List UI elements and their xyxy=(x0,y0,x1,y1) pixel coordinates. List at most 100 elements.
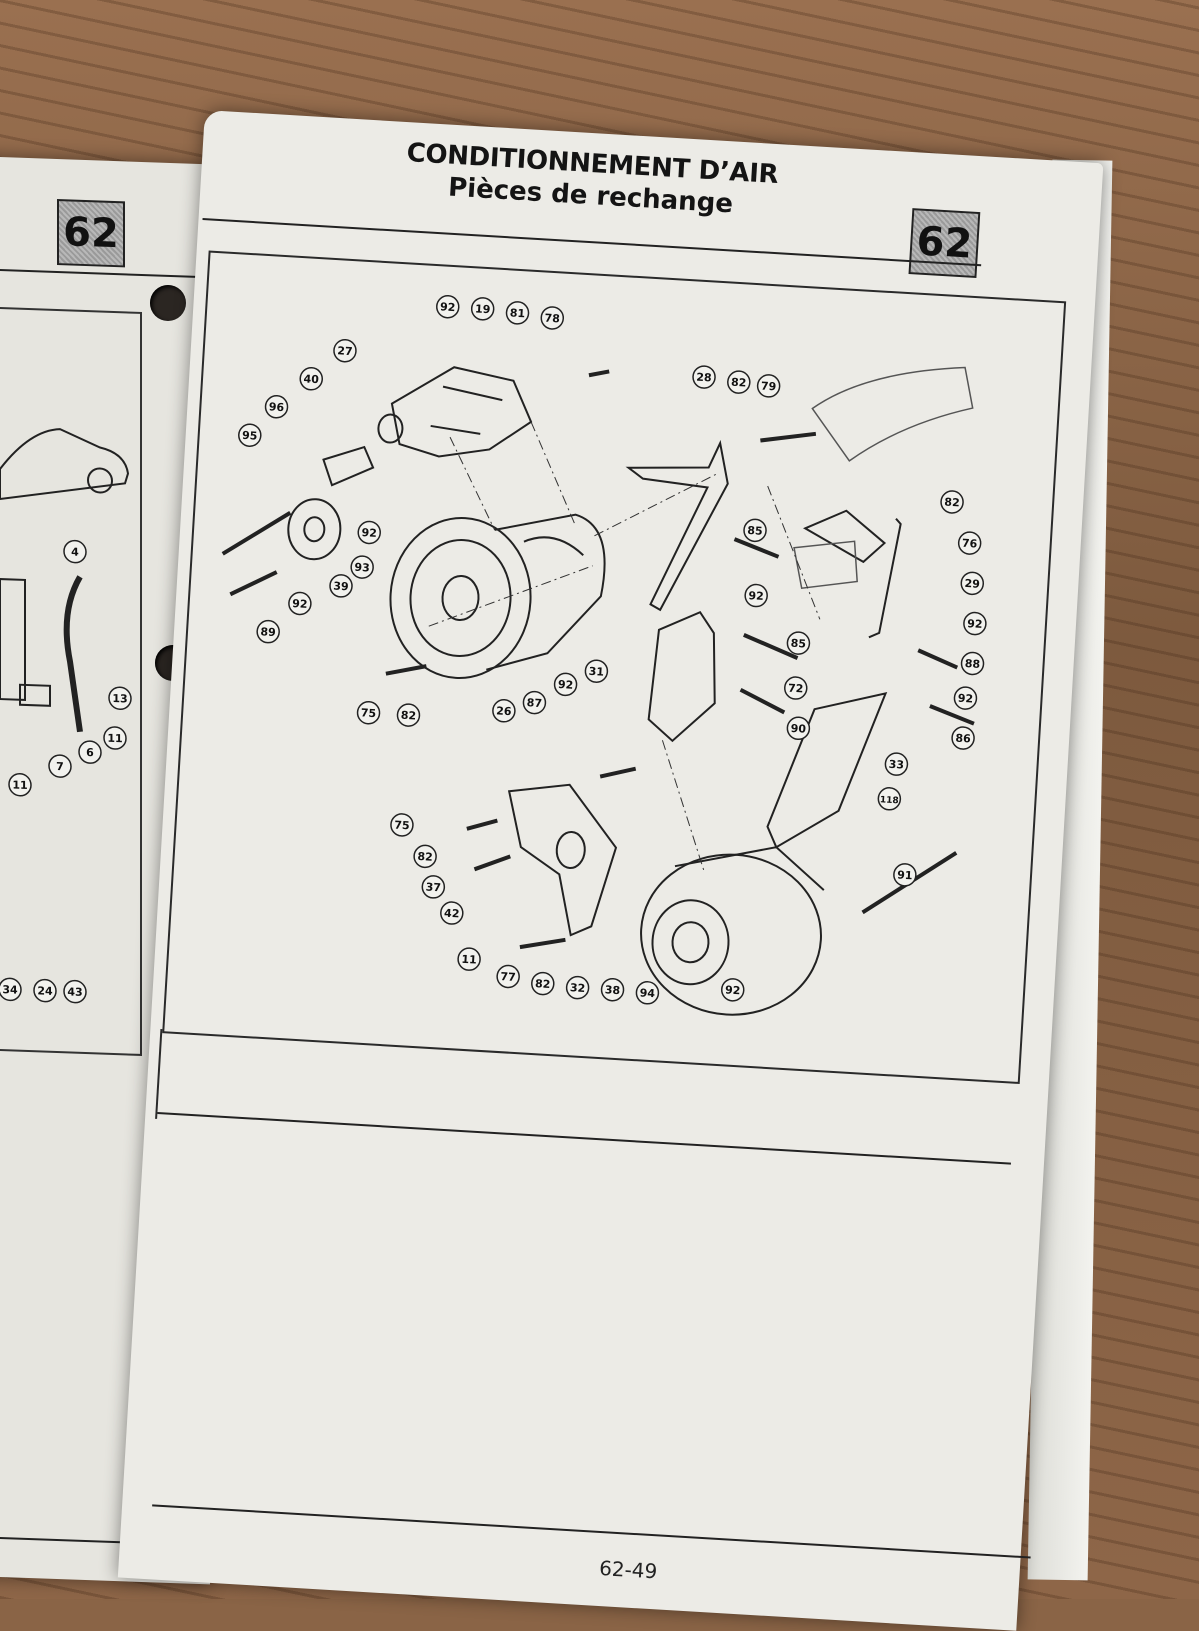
callout-circle xyxy=(756,374,781,398)
callout-circle xyxy=(492,699,516,723)
callout-label: 11 xyxy=(107,732,122,746)
callout-label: 6 xyxy=(86,746,94,759)
callout-label: 24 xyxy=(37,984,53,998)
callout-label: 37 xyxy=(425,880,441,894)
callout-circle xyxy=(584,659,609,683)
callout-label: 43 xyxy=(67,985,82,999)
callout-label: 29 xyxy=(964,577,980,591)
callout-circle xyxy=(356,701,381,725)
diagram-bottom-rule xyxy=(157,1111,1011,1165)
callout-circle xyxy=(940,490,964,514)
callout-circle xyxy=(960,571,985,596)
callout-label: 40 xyxy=(303,372,319,386)
callout-circle xyxy=(350,555,374,579)
callout-circle xyxy=(531,971,555,996)
callout-circle xyxy=(78,740,102,764)
callout-circle xyxy=(692,365,716,389)
upper-bracket-part xyxy=(377,366,533,458)
callout-label: 77 xyxy=(500,970,516,984)
left-header-rule xyxy=(0,269,200,279)
callout-label: 27 xyxy=(337,344,353,358)
left-callouts: 4 13 11 7 6 11 34 24 43 xyxy=(0,539,132,1004)
callout-label: 28 xyxy=(696,371,712,385)
callout-circle xyxy=(893,863,917,887)
callout-label: 42 xyxy=(444,907,460,921)
callout-label: 88 xyxy=(964,657,980,671)
callout-label: 11 xyxy=(461,953,477,967)
clamp-part xyxy=(19,683,51,707)
binder-hole-1 xyxy=(150,285,186,321)
callout-label: 72 xyxy=(788,682,804,696)
bolts xyxy=(221,369,975,950)
callout-circle xyxy=(264,395,289,419)
callout-label: 92 xyxy=(361,526,377,540)
callout-label: 90 xyxy=(790,722,806,736)
callout-circle xyxy=(744,583,768,608)
callout-label: 86 xyxy=(955,732,971,746)
callout-circle xyxy=(565,975,590,1000)
page-number: 62-49 xyxy=(598,1555,658,1584)
callout-circle xyxy=(8,772,32,797)
callout-circle xyxy=(63,979,87,1004)
compressor-part xyxy=(389,513,606,679)
callout-circle xyxy=(108,686,132,710)
footer-rule xyxy=(152,1504,1031,1559)
callout-label: 93 xyxy=(354,561,370,575)
callout-label: 34 xyxy=(2,983,18,997)
callout-label: 13 xyxy=(112,692,127,706)
callout-label: 19 xyxy=(475,302,491,316)
callout-circle xyxy=(0,977,22,1002)
callout-circle xyxy=(884,752,909,776)
bracket-part xyxy=(0,577,26,701)
callout-circle xyxy=(238,423,262,447)
callout-circle xyxy=(33,978,57,1003)
callout-circle xyxy=(957,531,982,555)
callout-circle xyxy=(522,690,547,715)
callout-circle xyxy=(299,367,323,391)
callout-circle xyxy=(440,901,464,925)
car-wheel xyxy=(87,467,113,494)
callout-label: 26 xyxy=(496,704,512,718)
callout-circle xyxy=(333,338,357,363)
bracket-rods xyxy=(625,439,902,849)
callout-circle xyxy=(470,297,495,321)
callout-label: 96 xyxy=(268,400,284,414)
callout-circle xyxy=(413,844,437,869)
callout-label: 4 xyxy=(71,546,79,559)
callout-circle xyxy=(288,591,312,616)
callout-circle xyxy=(457,947,481,971)
exploded-parts-diagram: 9219817827409695929339928926758228827982… xyxy=(221,294,987,1016)
callout-label: 33 xyxy=(888,758,904,772)
callout-circle xyxy=(48,754,72,778)
callout-label: 95 xyxy=(242,429,258,443)
car-outline xyxy=(0,428,130,501)
callout-circle xyxy=(784,676,808,700)
callout-circle xyxy=(256,619,280,644)
callout-circle xyxy=(877,787,902,811)
tensioner-pulley-part xyxy=(287,445,375,561)
callout-circle xyxy=(436,294,460,319)
callout-label: 82 xyxy=(944,496,960,510)
right-page: CONDITIONNEMENT D’AIR Pièces de rechange… xyxy=(117,110,1104,1631)
diagram-frame-lower xyxy=(155,1028,163,1119)
callout-label: 7 xyxy=(56,760,64,773)
left-chapter-badge: 62 xyxy=(57,199,125,268)
callout-label: 82 xyxy=(400,709,416,723)
pipe-part xyxy=(63,575,83,733)
callout-label: 92 xyxy=(748,589,764,603)
chapter-badge: 62 xyxy=(908,208,981,279)
callout-label: 92 xyxy=(957,692,973,706)
callout-circle xyxy=(505,301,530,325)
callout-label: 82 xyxy=(417,850,433,864)
callout-label: 32 xyxy=(570,981,586,995)
callout-label: 118 xyxy=(880,795,899,806)
callout-label: 82 xyxy=(731,376,747,390)
callout-label: 11 xyxy=(12,778,27,792)
callout-label: 38 xyxy=(604,983,620,997)
alternator-part xyxy=(640,846,825,1016)
callout-label: 75 xyxy=(360,706,376,720)
callout-label: 92 xyxy=(440,300,456,314)
callout-circle xyxy=(329,574,353,598)
callout-circle xyxy=(540,306,565,330)
